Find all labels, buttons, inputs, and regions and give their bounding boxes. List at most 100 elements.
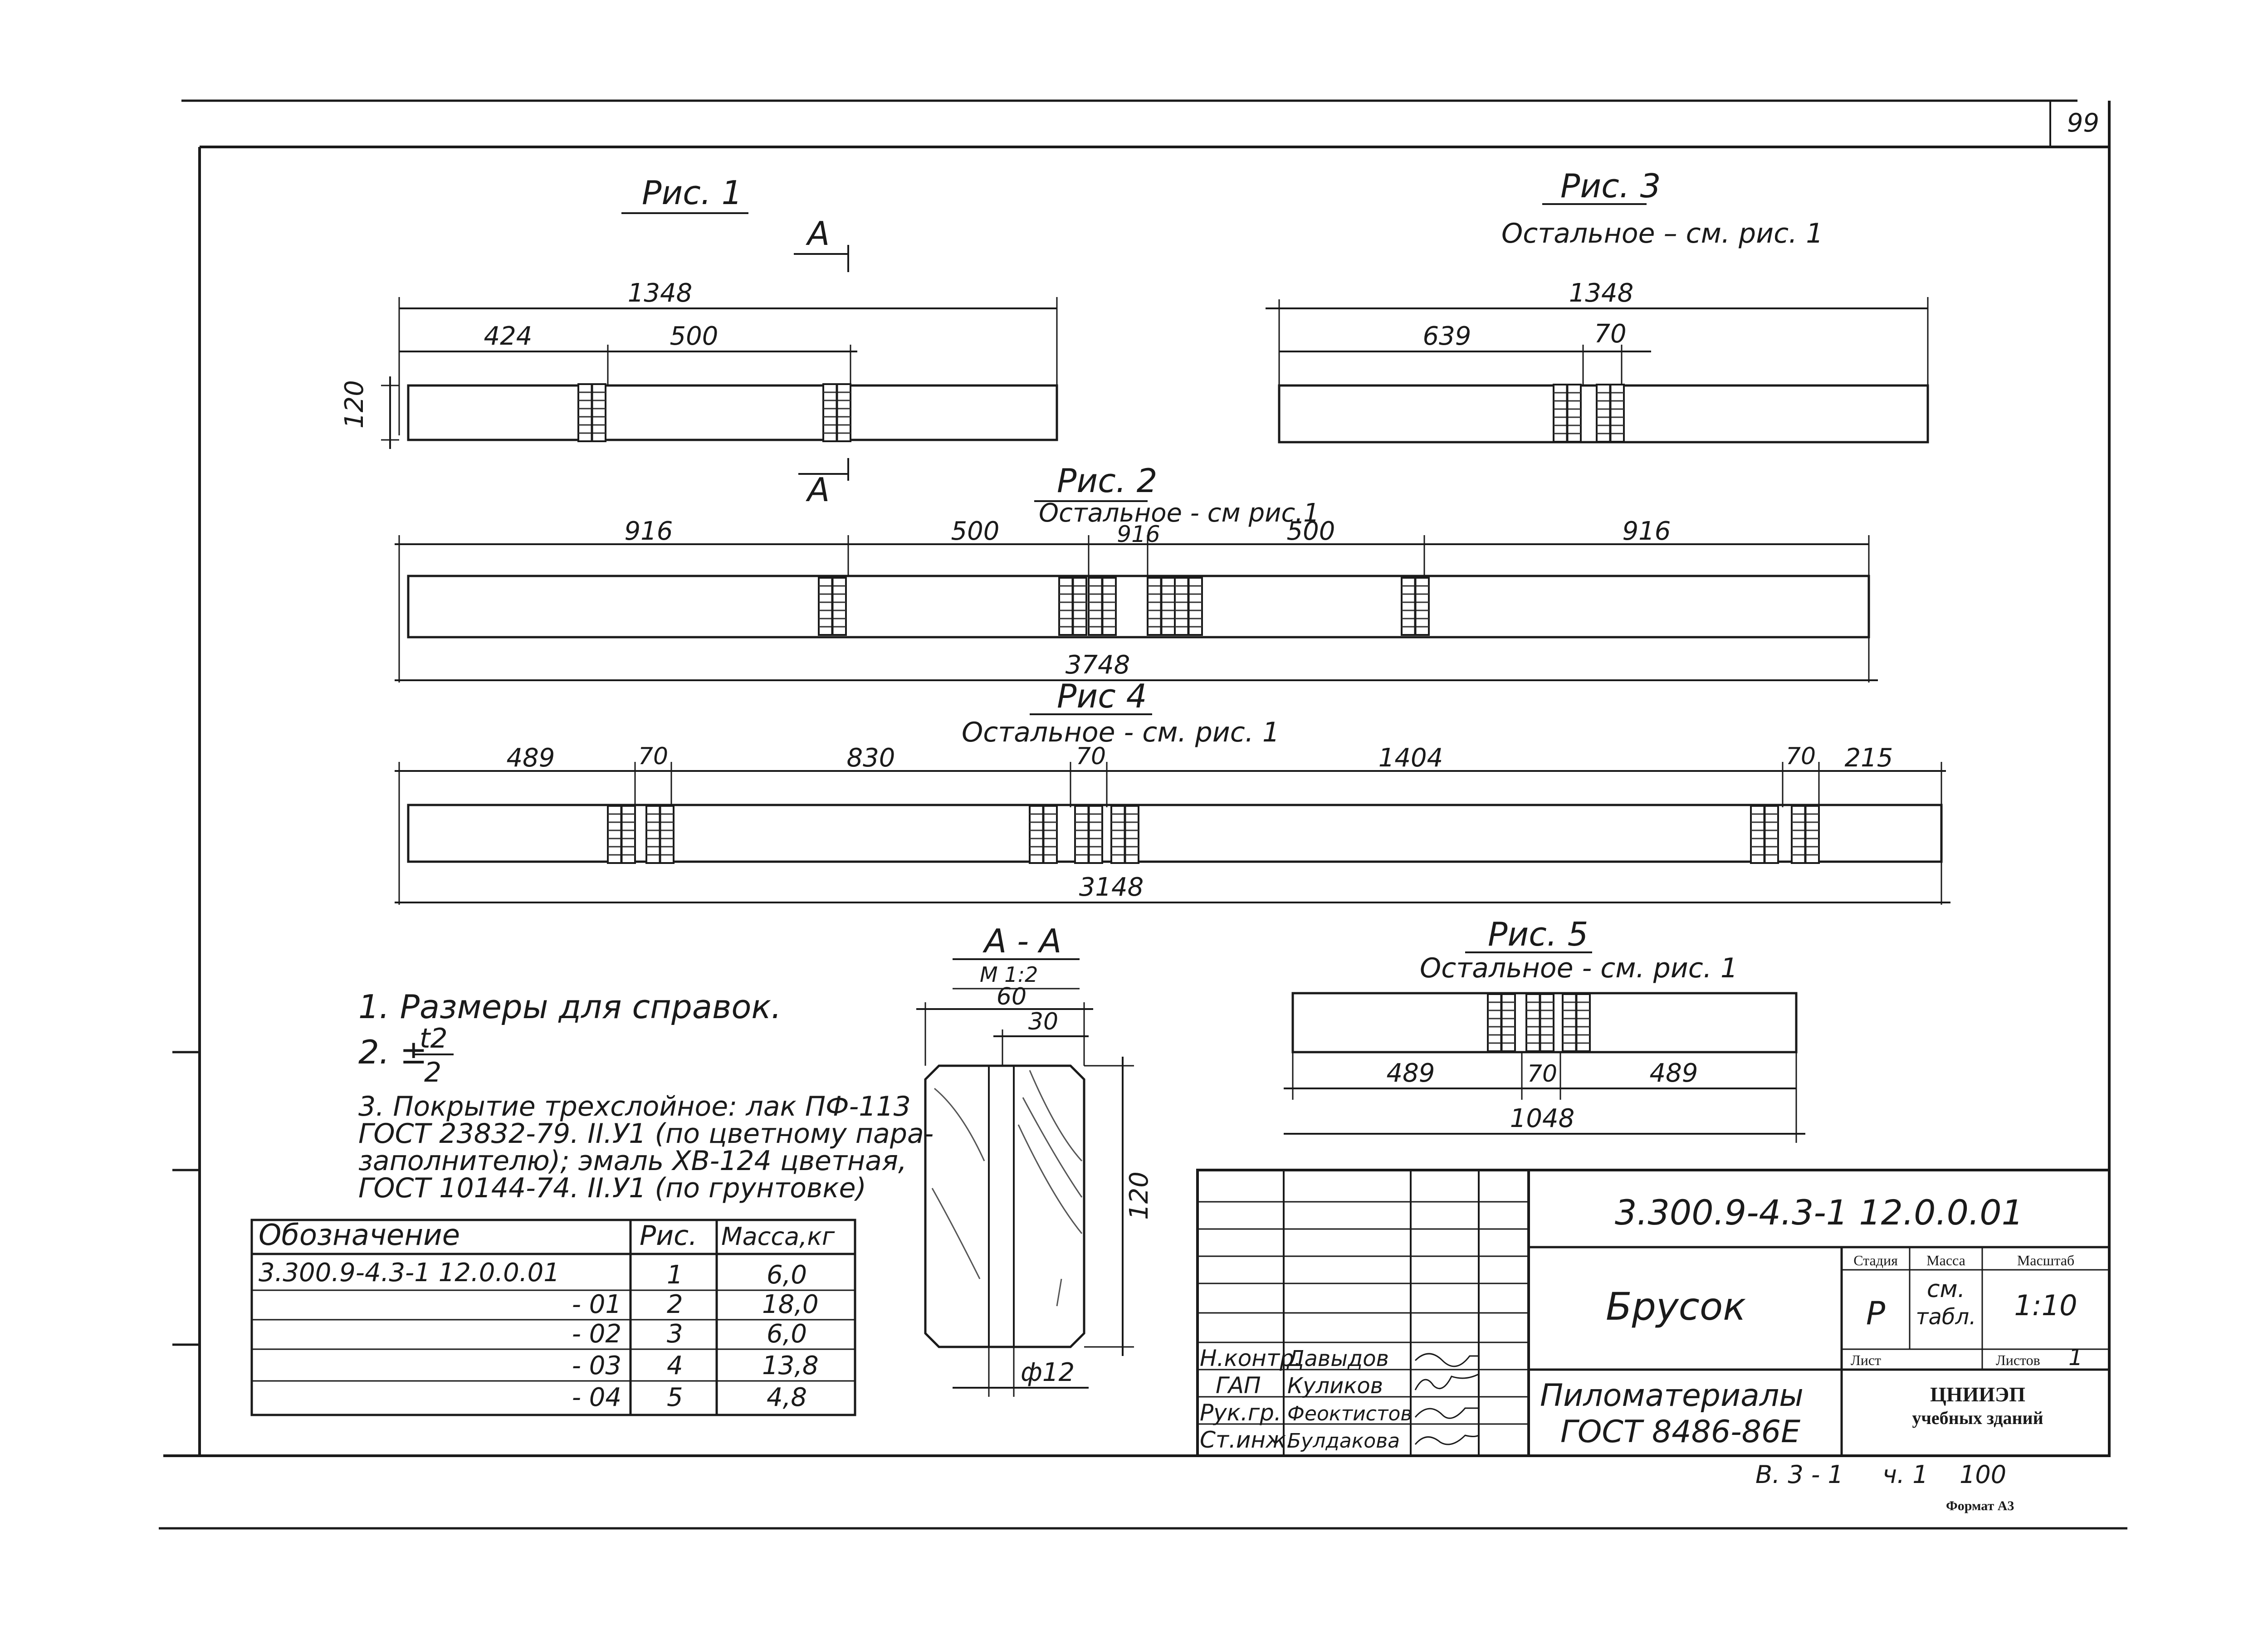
spec-header-mass: Масса,кг xyxy=(721,1222,835,1251)
fig4-dim-a: 489 xyxy=(507,743,555,773)
name-senior-engineer: Булдакова xyxy=(1287,1429,1400,1453)
fig1-dim-left: 424 xyxy=(484,322,533,351)
table-row-3-figure: 4 xyxy=(667,1351,683,1380)
name-group-lead: Феоктистов xyxy=(1287,1402,1412,1425)
figure-1-title: Рис. 1 xyxy=(642,174,742,212)
table-row-4-figure: 5 xyxy=(667,1383,683,1412)
note-3-line-2: ГОСТ 23832-79. II.У1 (по цветному пара- xyxy=(358,1118,934,1150)
fig2-dim-d: 500 xyxy=(1287,517,1335,546)
stage-value: Р xyxy=(1866,1295,1886,1332)
figure-4-title: Рис 4 xyxy=(1057,677,1147,715)
name-chief-project-engineer: Куликов xyxy=(1287,1373,1383,1399)
section-dim-width: 60 xyxy=(997,983,1026,1010)
table-row-1-mass: 18,0 xyxy=(762,1290,819,1319)
mass-label: Масса xyxy=(1926,1252,1965,1268)
table-row-4-mass: 4,8 xyxy=(767,1383,807,1412)
figure-5-note: Остальное - см. рис. 1 xyxy=(1420,952,1738,984)
role-norm-control: Н.контр. xyxy=(1200,1345,1301,1371)
figure-3-title: Рис. 3 xyxy=(1560,167,1661,205)
notes: 1. Размеры для справок. 2. ± t2 2 3. Пок… xyxy=(358,988,934,1204)
org-line-2: учебных зданий xyxy=(1912,1408,2043,1428)
spec-table: Обозначение Рис. Масса,кг 3.300.9-4.3-1 … xyxy=(250,1219,856,1416)
note-2-numerator: t2 xyxy=(420,1023,448,1054)
fig1-dim-overall: 1348 xyxy=(628,278,693,308)
table-row-3-designation: - 03 xyxy=(572,1351,621,1380)
signature-4 xyxy=(1414,1434,1479,1445)
fig4-dim-f: 70 xyxy=(1786,743,1816,770)
section-dim-half: 30 xyxy=(1028,1008,1058,1035)
footer-part: ч. 1 xyxy=(1882,1460,1928,1489)
fig4-dim-e: 1404 xyxy=(1378,743,1443,773)
figure-5: Рис. 5 Остальное - см. рис. 1 489 70 489… xyxy=(1284,915,1805,1143)
table-row-3-mass: 13,8 xyxy=(762,1351,819,1380)
note-1: 1. Размеры для справок. xyxy=(358,988,782,1026)
spec-header-figure: Рис. xyxy=(640,1220,697,1252)
table-row-0-mass: 6,0 xyxy=(767,1260,807,1290)
stage-label: Стадия xyxy=(1853,1252,1898,1268)
sheet-label: Лист xyxy=(1851,1352,1881,1368)
fig1-dim-height: 120 xyxy=(340,380,369,429)
signature-1 xyxy=(1414,1353,1479,1367)
format-label: Формат А3 xyxy=(1946,1498,2014,1513)
table-row-0-designation: 3.300.9-4.3-1 12.0.0.01 xyxy=(259,1258,560,1288)
note-3-line-4: ГОСТ 10144-74. II.У1 (по грунтовке) xyxy=(358,1172,866,1204)
material-line-2: ГОСТ 8486-86Е xyxy=(1560,1414,1800,1450)
mass-value-line-1: см. xyxy=(1927,1276,1965,1303)
table-row-4-designation: - 04 xyxy=(572,1383,621,1412)
fig3-dim-left: 639 xyxy=(1423,322,1471,351)
figure-2-title: Рис. 2 xyxy=(1057,462,1157,500)
fig4-dim-c: 830 xyxy=(847,743,895,773)
sheets-value: 1 xyxy=(2068,1344,2083,1371)
figure-5-title: Рис. 5 xyxy=(1488,915,1588,953)
figure-3-note: Остальное – см. рис. 1 xyxy=(1501,218,1823,249)
sheets-label: Листов xyxy=(1996,1352,2040,1368)
table-row-0-figure: 1 xyxy=(667,1260,683,1290)
spec-header-designation: Обозначение xyxy=(259,1219,460,1252)
section-dim-height: 120 xyxy=(1124,1171,1154,1220)
section-a-a: А - А М 1:2 60 30 120 ф12 xyxy=(916,922,1154,1397)
footer: В. 3 - 1 ч. 1 100 Формат А3 xyxy=(1755,1460,2014,1513)
mass-value-line-2: табл. xyxy=(1916,1304,1976,1330)
figure-4: Рис 4 Остальное - см. рис. 1 489 70 830 … xyxy=(395,677,1950,905)
page-number: 99 xyxy=(2067,108,2099,138)
note-3-line-3: заполнителю); эмаль ХВ-124 цветная, xyxy=(358,1145,907,1177)
role-chief-project-engineer: ГАП xyxy=(1216,1372,1261,1399)
signature-3 xyxy=(1414,1407,1479,1419)
fig4-dim-d: 70 xyxy=(1076,743,1106,770)
fig3-dim-overall: 1348 xyxy=(1569,278,1634,308)
fig4-dim-overall: 3148 xyxy=(1079,873,1144,902)
scale-value: 1:10 xyxy=(2014,1289,2077,1322)
sheet-frame: 99 xyxy=(159,99,2127,1530)
table-row-2-designation: - 02 xyxy=(572,1319,621,1349)
figure-4-note: Остальное - см. рис. 1 xyxy=(962,717,1280,748)
figure-1: Рис. 1 А А 1348 424 500 120 xyxy=(340,174,1058,509)
fig5-dim-right: 489 xyxy=(1650,1058,1698,1088)
role-group-lead: Рук.гр. xyxy=(1200,1400,1281,1426)
note-2-denominator: 2 xyxy=(424,1057,441,1088)
material-line-1: Пиломатериалы xyxy=(1540,1378,1804,1414)
fig2-dim-c: 916 xyxy=(1117,521,1160,547)
table-row-2-figure: 3 xyxy=(667,1319,683,1349)
scale-label: Масштаб xyxy=(2017,1252,2074,1268)
fig3-dim-gap: 70 xyxy=(1594,319,1626,349)
table-row-1-figure: 2 xyxy=(667,1290,683,1319)
fig2-dim-a: 916 xyxy=(625,517,673,546)
fig1-dim-middle: 500 xyxy=(670,322,719,351)
figure-3: Рис. 3 Остальное – см. рис. 1 1348 639 7… xyxy=(1266,167,1929,444)
fig4-dim-g: 215 xyxy=(1845,743,1893,773)
part-name: Брусок xyxy=(1606,1284,1746,1329)
footer-page: 100 xyxy=(1960,1460,2006,1489)
footer-series: В. 3 - 1 xyxy=(1755,1460,1843,1489)
table-row-1-designation: - 01 xyxy=(572,1290,621,1319)
fig5-dim-left: 489 xyxy=(1387,1058,1435,1088)
signature-2 xyxy=(1414,1373,1479,1390)
table-row-2-mass: 6,0 xyxy=(767,1319,807,1349)
section-mark-bottom: А xyxy=(806,471,830,509)
fig5-dim-overall: 1048 xyxy=(1510,1104,1575,1133)
org-line-1: ЦНИИЭП xyxy=(1930,1383,2025,1406)
name-norm-control: Давыдов xyxy=(1286,1346,1389,1371)
note-3-line-1: 3. Покрытие трехслойное: лак ПФ-113 xyxy=(358,1091,911,1122)
section-title: А - А xyxy=(982,922,1061,960)
title-block: 3.300.9-4.3-1 12.0.0.01 Брусок Стадия Ма… xyxy=(1196,1169,2111,1457)
